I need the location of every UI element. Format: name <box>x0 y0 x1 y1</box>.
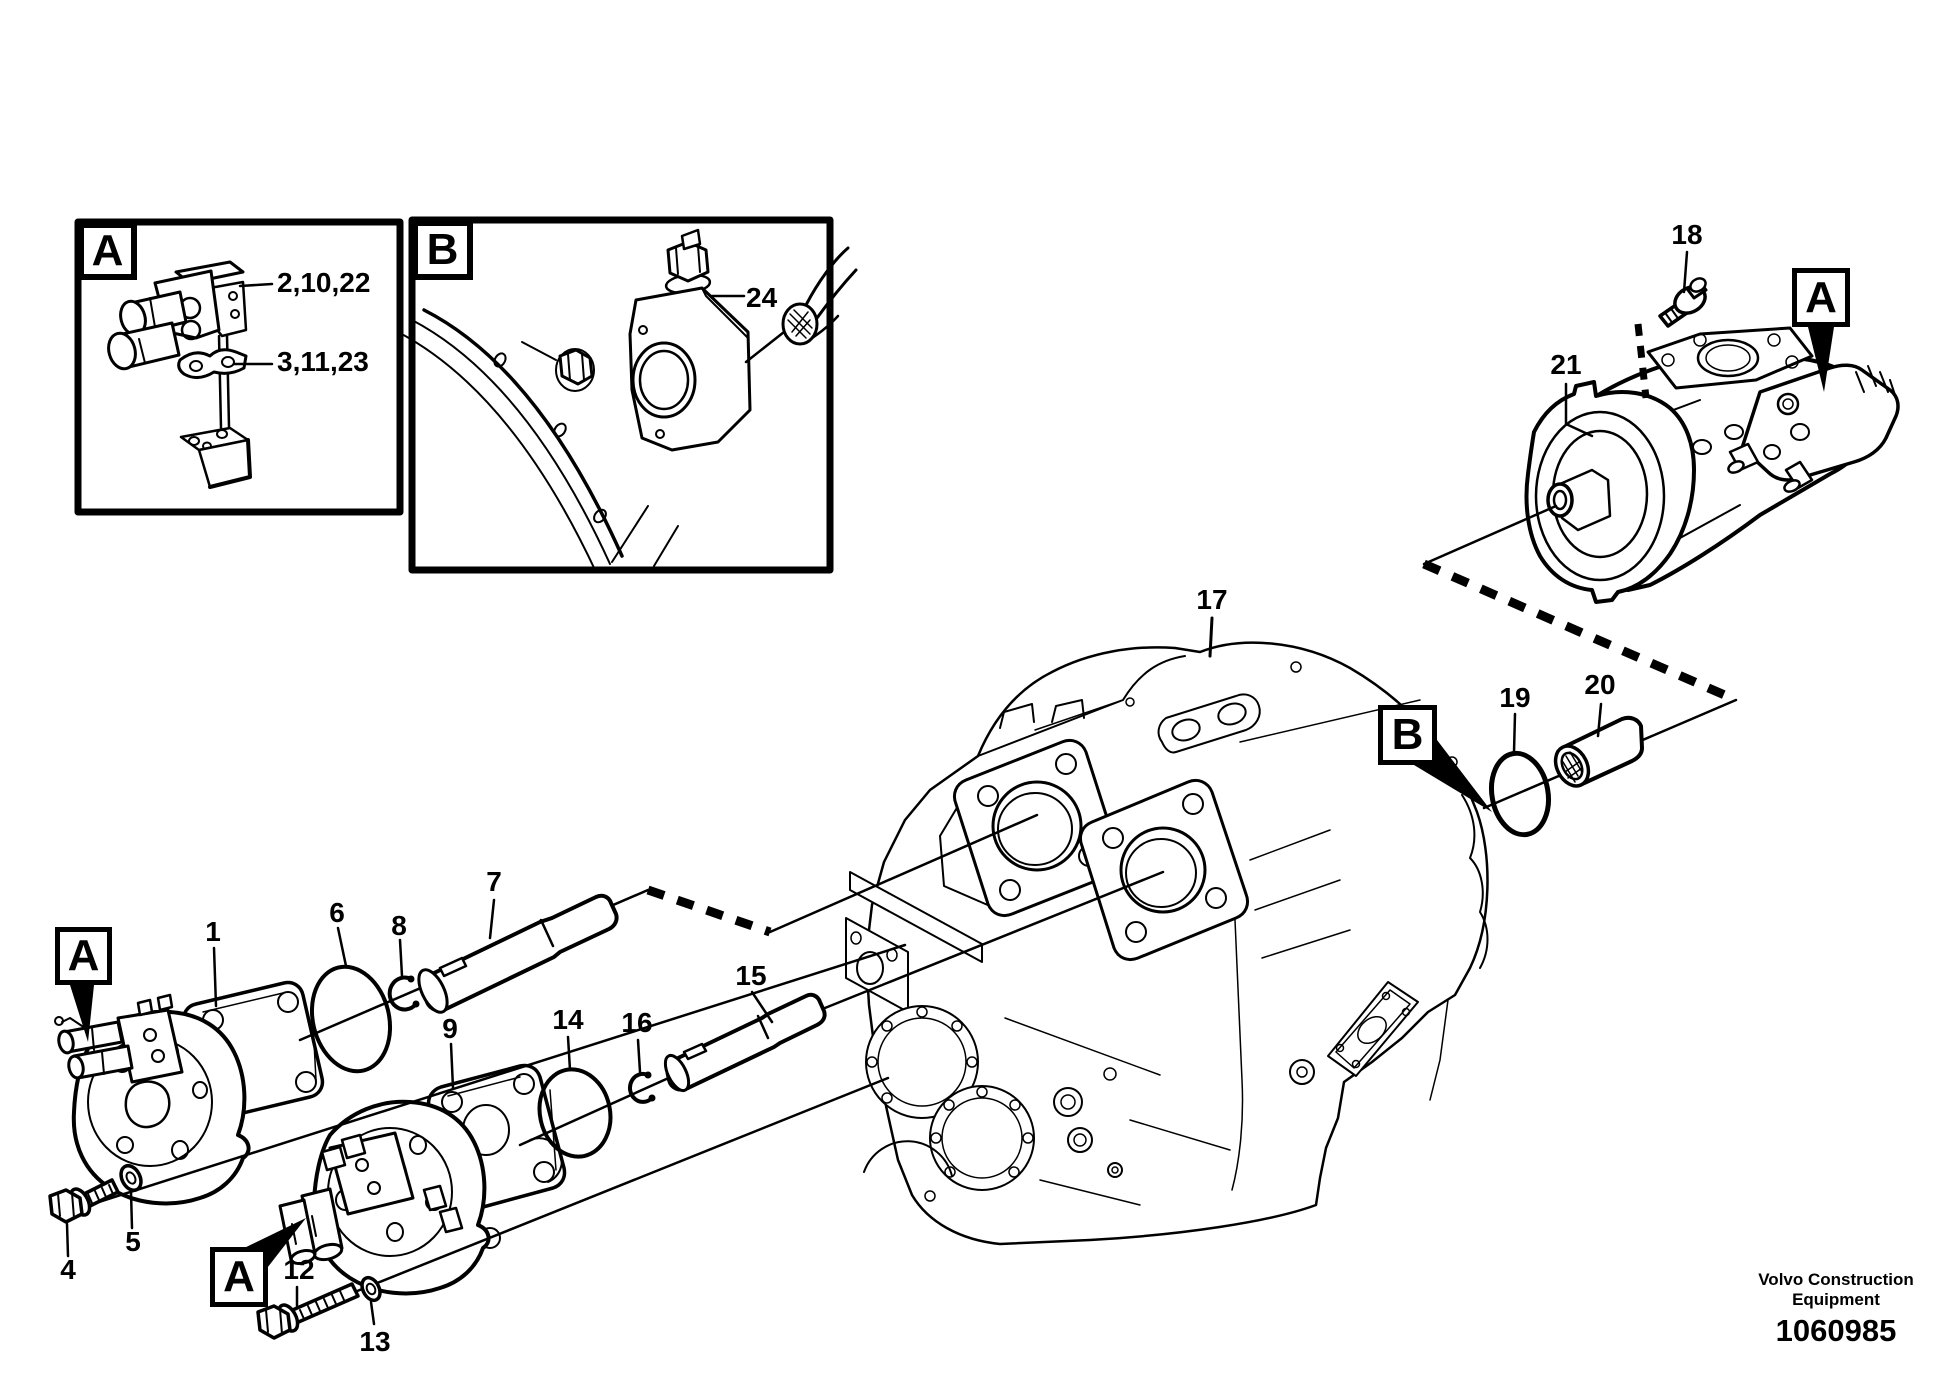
document-number: 1060985 <box>1775 1313 1897 1349</box>
leader-lines <box>65 250 1689 1326</box>
valve-detail-drawing <box>107 260 274 489</box>
part-label-9: 9 <box>442 1013 458 1044</box>
part-label-2-10-22: 2,10,22 <box>277 267 371 298</box>
callout-a-pump21-text: A <box>1805 272 1837 322</box>
bolt-4 <box>48 1178 120 1224</box>
flywheel-housing-detail-drawing <box>397 228 858 573</box>
detail-box-b <box>397 216 858 574</box>
part-label-14: 14 <box>552 1004 584 1035</box>
transmission-housing <box>845 641 1489 1246</box>
callout-a-pump1: A <box>55 927 112 985</box>
part-label-21: 21 <box>1550 349 1582 380</box>
o-ring-6 <box>309 964 393 1074</box>
part-label-1: 1 <box>205 916 221 947</box>
shaft-7 <box>417 893 619 1014</box>
sleeve-20 <box>1553 715 1644 788</box>
part-label-4: 4 <box>60 1254 76 1285</box>
part-label-24: 24 <box>746 282 778 313</box>
detail-box-a <box>74 218 404 516</box>
part-label-6: 6 <box>329 897 345 928</box>
washer-5 <box>119 1163 143 1193</box>
brand-line-1: Volvo Construction <box>1758 1270 1914 1289</box>
callout-a-pump9-text: A <box>223 1252 255 1301</box>
part-label-16: 16 <box>621 1007 653 1038</box>
part-label-5: 5 <box>125 1226 141 1257</box>
callout-a-pump1-text: A <box>67 931 100 980</box>
callout-b-transmission-text: B <box>1391 710 1424 759</box>
detail-box-a-letter: A <box>78 222 137 280</box>
bolt-18 <box>1658 277 1708 328</box>
o-ring-14 <box>537 1067 613 1159</box>
footer-block: Volvo Construction Equipment 1060985 <box>1726 1270 1946 1349</box>
callout-a-pump21: A <box>1792 268 1850 327</box>
callout-b-transmission: B <box>1378 705 1437 765</box>
circlip-16 <box>627 1071 656 1104</box>
brand-line-2: Equipment <box>1792 1290 1880 1310</box>
part-label-15: 15 <box>735 960 767 991</box>
detail-box-b-letter: B <box>412 220 473 280</box>
pump-9-assembly <box>278 1063 567 1296</box>
part-label-13: 13 <box>359 1326 391 1357</box>
part-label-18: 18 <box>1671 219 1703 250</box>
shaft-15 <box>663 992 827 1093</box>
pump-1-assembly <box>54 980 325 1206</box>
part-label-20: 20 <box>1584 669 1616 700</box>
detail-a-letter-text: A <box>91 226 124 275</box>
pump-21-assembly <box>1524 326 1900 604</box>
part-label-8: 8 <box>391 910 407 941</box>
bolt-12 <box>256 1282 360 1340</box>
detail-b-letter-text: B <box>426 225 459 274</box>
part-label-7: 7 <box>486 866 502 897</box>
washer-13 <box>360 1275 382 1303</box>
brand-name: Volvo Construction Equipment <box>1726 1270 1946 1310</box>
callout-a-pump9: A <box>210 1247 268 1307</box>
circlip-8 <box>387 975 420 1012</box>
part-label-3-11-23: 3,11,23 <box>277 346 369 377</box>
o-ring-19 <box>1489 750 1551 838</box>
part-label-12: 12 <box>283 1254 315 1285</box>
part-label-19: 19 <box>1499 682 1531 713</box>
part-label-17: 17 <box>1196 584 1228 615</box>
